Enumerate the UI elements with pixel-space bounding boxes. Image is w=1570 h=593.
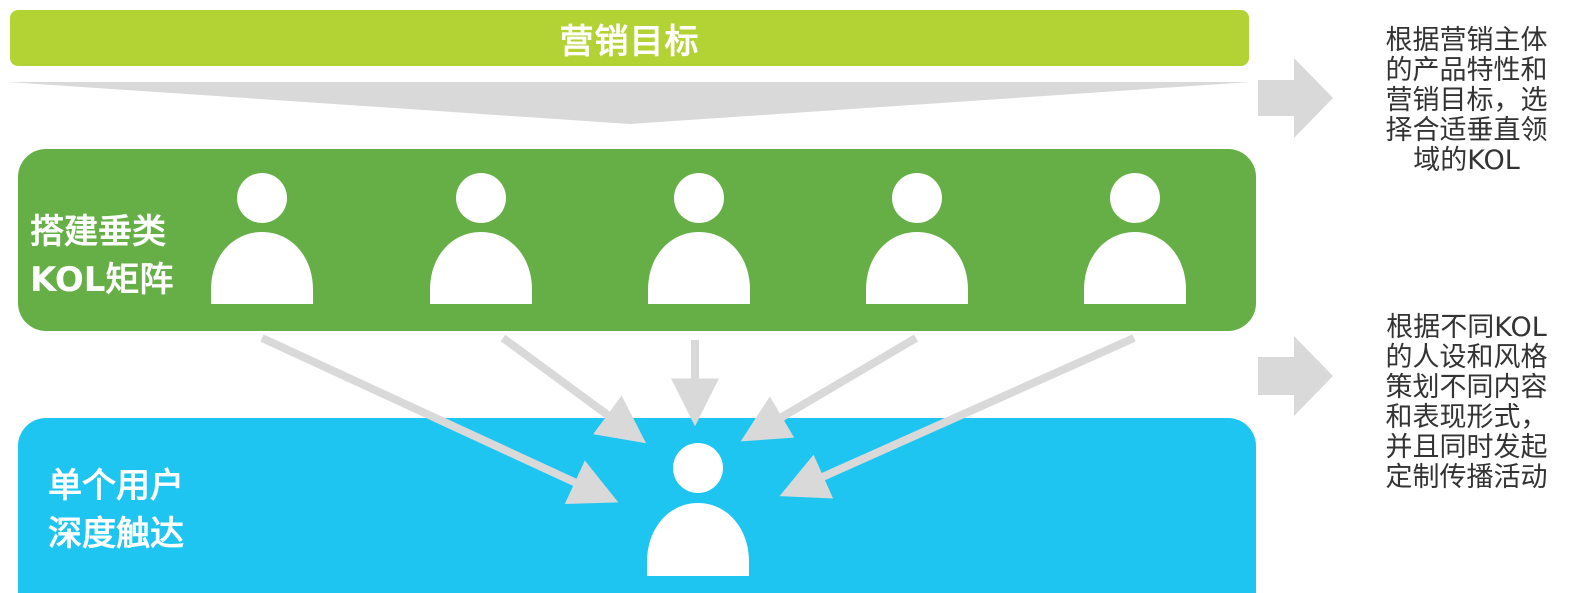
side-note-line: 择合适垂直领 (1385, 115, 1548, 146)
kol-matrix-label-line1: 搭建垂类 (30, 212, 166, 252)
arrow-right-icon (1258, 336, 1333, 416)
arrow-line (500, 334, 647, 444)
side-note-line: 域的KOL (1413, 145, 1520, 176)
side-note-content-planning: 根据不同KOL 的人设和风格 策划不同内容 和表现形式， 并且同时发起 定制传播… (1364, 313, 1569, 493)
goal-bar-label: 营销目标 (559, 21, 700, 62)
side-note-line: 策划不同内容 (1385, 372, 1548, 403)
side-note-line: 和表现形式， (1385, 402, 1548, 433)
side-note-line: 根据营销主体 (1385, 25, 1548, 56)
person-icon (211, 173, 313, 304)
side-note-line: 营销目标，选 (1385, 85, 1548, 116)
kol-matrix-label: 搭建垂类 KOL矩阵 (30, 208, 173, 304)
side-note-line: 的人设和风格 (1385, 342, 1548, 373)
arrow-line (260, 334, 619, 505)
kol-matrix-label-line2: KOL矩阵 (30, 260, 174, 300)
side-note-line: 的产品特性和 (1385, 55, 1548, 86)
person-icon (430, 173, 532, 304)
goal-bar: 营销目标 (10, 10, 1249, 66)
person-icon (1084, 173, 1186, 304)
single-user-panel (18, 418, 1256, 593)
person-icon (866, 173, 968, 304)
single-user-label-line1: 单个用户 (48, 466, 184, 506)
arrow-line (779, 334, 1136, 499)
side-note-line: 并且同时发起 (1385, 432, 1548, 463)
person-icon (647, 443, 749, 576)
single-user-label-line2: 深度触达 (48, 514, 184, 554)
side-note-line: 根据不同KOL (1386, 312, 1547, 343)
side-note-kol-selection: 根据营销主体 的产品特性和 营销目标，选 择合适垂直领 域的KOL (1364, 26, 1569, 176)
single-user-label: 单个用户 深度触达 (48, 462, 184, 558)
funnel-shape (8, 82, 1251, 124)
arrow-line (740, 334, 919, 442)
side-note-line: 定制传播活动 (1385, 462, 1548, 493)
person-icon (648, 173, 750, 304)
arrow-right-icon (1258, 58, 1333, 138)
